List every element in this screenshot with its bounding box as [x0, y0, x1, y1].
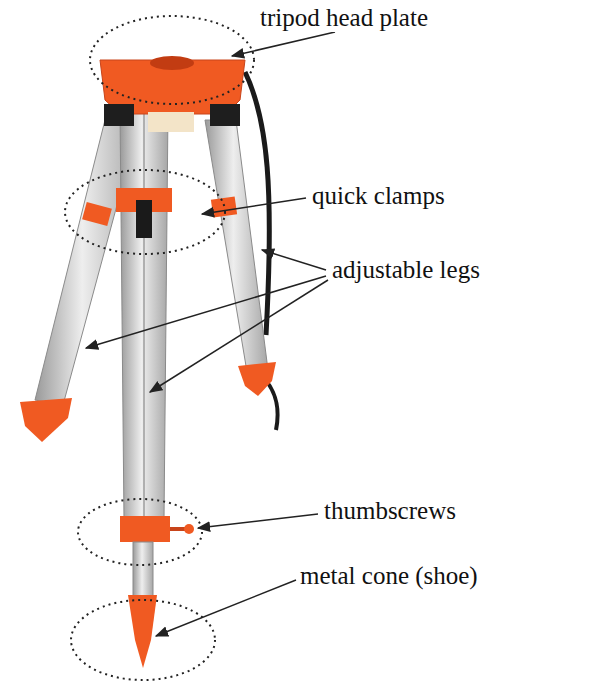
metal-cone: [128, 595, 157, 668]
leg-foot: [238, 362, 276, 396]
head-hole: [150, 56, 194, 70]
part-label: tripod head plate: [258, 4, 430, 32]
leg-clamp: [211, 196, 237, 217]
leader-arrow: [198, 514, 318, 528]
tripod-leg: [205, 120, 268, 372]
thumbscrew-collar: [120, 516, 170, 542]
leg-clamp: [82, 202, 112, 226]
part-label: thumbscrews: [322, 497, 458, 525]
thumbscrew-knob: [184, 524, 194, 534]
part-label: adjustable legs: [330, 256, 482, 284]
leader-arrow: [150, 280, 328, 392]
clamp-lever: [136, 200, 152, 238]
leg-hinge: [104, 104, 134, 126]
hinge-plate: [148, 112, 194, 132]
leg-hinge: [210, 104, 240, 126]
leader-arrow: [232, 32, 335, 56]
callout-ellipse: [90, 16, 254, 104]
leader-arrow: [86, 276, 326, 348]
part-label: quick clamps: [310, 182, 447, 210]
leader-arrow: [262, 250, 326, 270]
thumbscrew-rod: [170, 527, 185, 531]
leg-groove: [143, 112, 145, 518]
leader-arrow: [202, 198, 306, 214]
callout-ellipse: [65, 170, 225, 254]
callout-ellipse: [78, 499, 202, 565]
lower-rod: [133, 542, 153, 597]
part-label: metal cone (shoe): [298, 562, 480, 590]
callout-ellipse: [71, 600, 215, 680]
leg-foot: [20, 398, 72, 442]
leader-arrow: [156, 580, 296, 636]
